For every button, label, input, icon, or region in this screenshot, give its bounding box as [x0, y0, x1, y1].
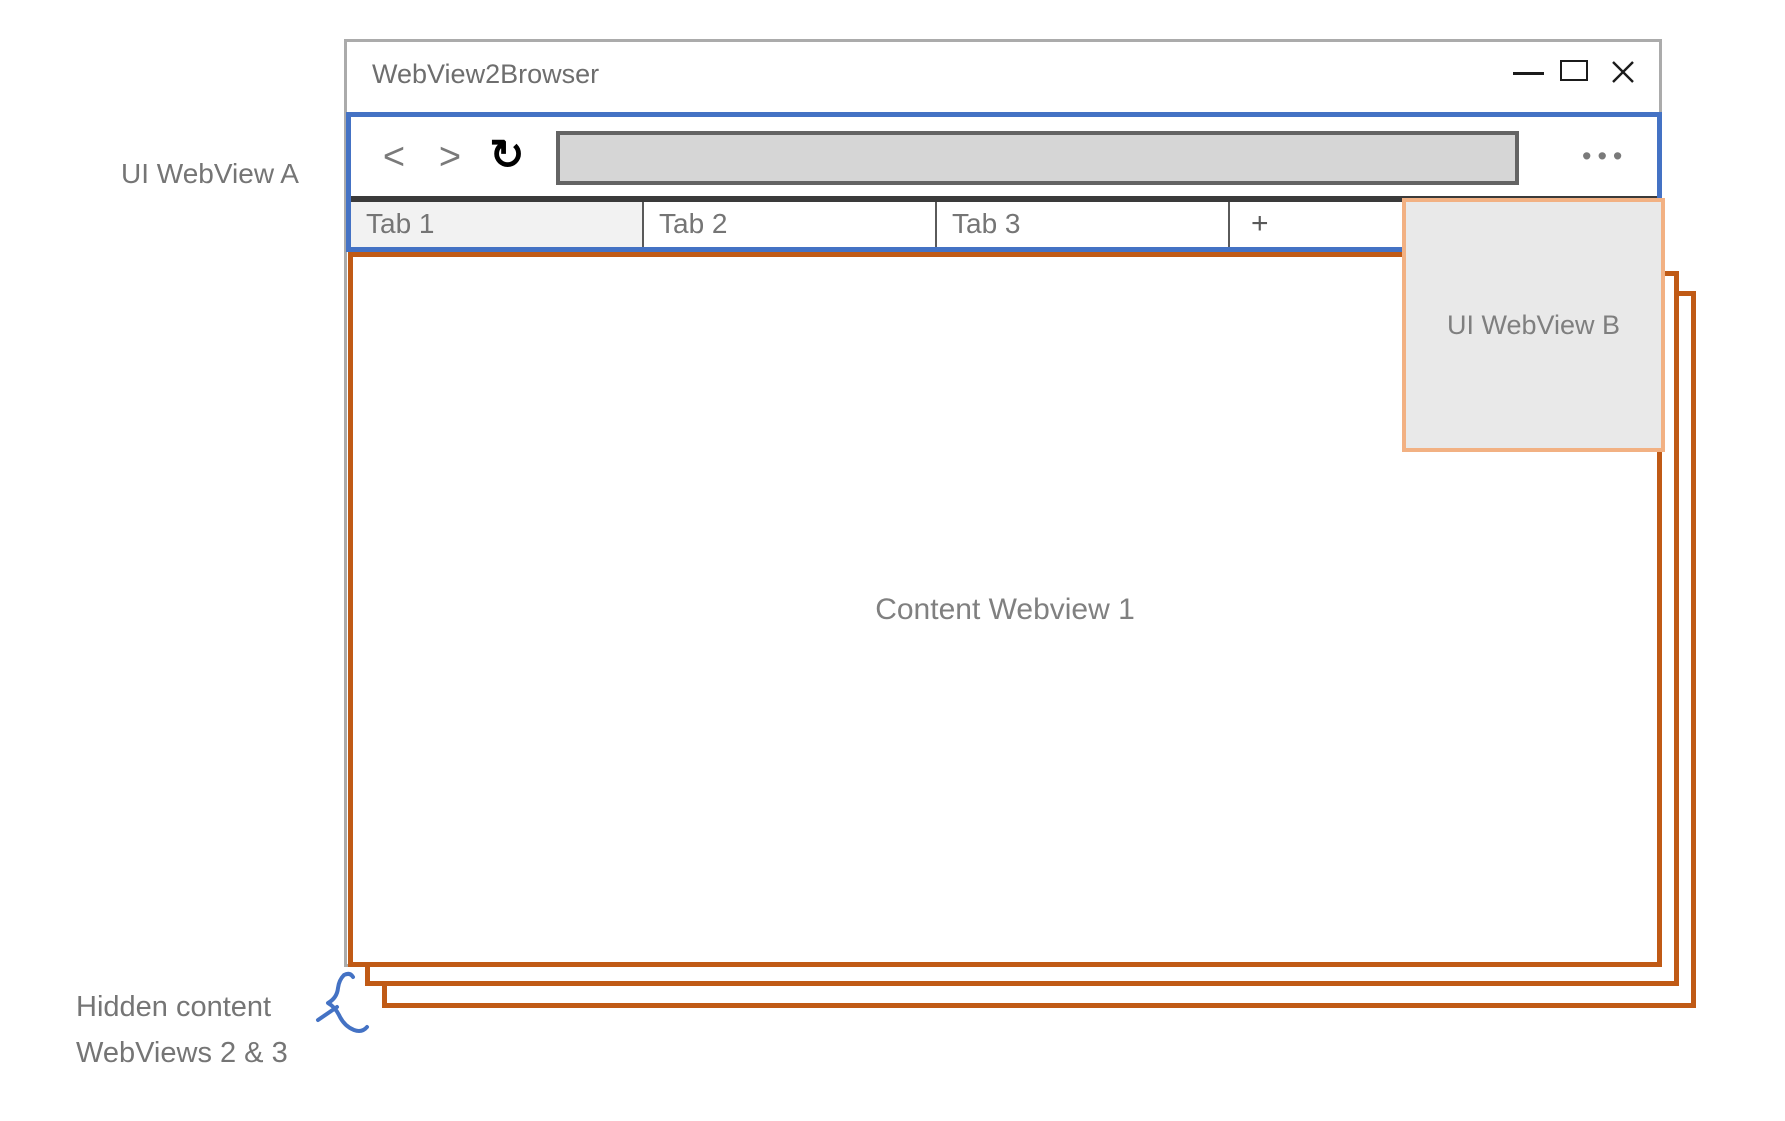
new-tab-icon: +: [1251, 207, 1269, 240]
tab-3-label: Tab 3: [952, 208, 1021, 239]
reload-button[interactable]: ↻: [489, 131, 525, 178]
ui-webview-a-annotation: UI WebView A: [121, 158, 299, 189]
ui-webview-b-overlay: UI WebView B: [1402, 198, 1665, 452]
tab-2-label: Tab 2: [659, 208, 728, 239]
menu-button[interactable]: •••: [1582, 141, 1629, 171]
minimize-button[interactable]: [1506, 62, 1550, 86]
minimize-icon: [1512, 72, 1544, 75]
tab-3[interactable]: Tab 3: [937, 202, 1230, 247]
close-icon: [1612, 61, 1634, 83]
hidden-webviews-annotation-line2: WebViews 2 & 3: [76, 1037, 288, 1069]
tab-1-label: Tab 1: [366, 208, 435, 239]
brace-icon: [316, 971, 369, 1033]
content-webview-1-label: Content Webview 1: [875, 592, 1135, 626]
hidden-webviews-annotation-line1: Hidden content: [76, 991, 272, 1023]
maximize-icon: [1560, 60, 1588, 81]
hidden-webviews-annotation: Hidden content WebViews 2 & 3: [76, 984, 288, 1076]
window-title: WebView2Browser: [372, 59, 600, 89]
maximize-button[interactable]: [1560, 60, 1592, 85]
back-button[interactable]: <: [382, 136, 406, 178]
address-bar[interactable]: [556, 131, 1519, 185]
close-button[interactable]: [1609, 58, 1637, 86]
tabbar-top-border: [351, 196, 1657, 202]
tab-2[interactable]: Tab 2: [644, 202, 937, 247]
ui-webview-b-label: UI WebView B: [1446, 309, 1621, 340]
tab-1[interactable]: Tab 1: [351, 202, 644, 247]
forward-button[interactable]: >: [438, 136, 462, 178]
